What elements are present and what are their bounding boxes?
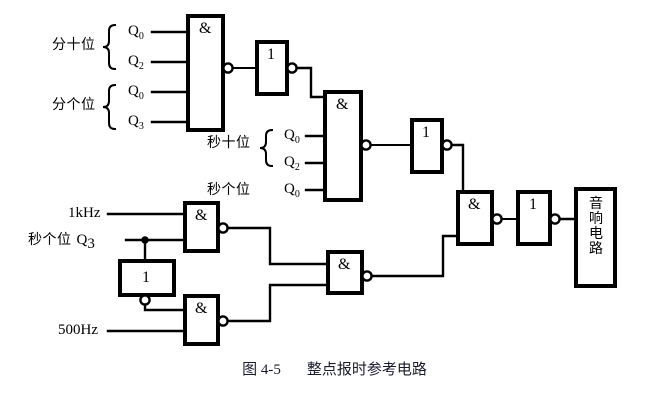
gate-nand-tone-mix bbox=[326, 250, 364, 295]
q-letter: Q bbox=[284, 127, 295, 143]
q-letter: Q bbox=[128, 23, 139, 39]
wire-500hz-out-to-mix bbox=[226, 283, 330, 323]
bubble-inv-q3 bbox=[139, 294, 151, 306]
gate-symbol-inv-output: 1 bbox=[529, 196, 537, 213]
gate-symbol-nand-500hz: & bbox=[195, 300, 208, 317]
q-letter: Q bbox=[76, 232, 88, 248]
gate-symbol-nand-second: & bbox=[336, 96, 349, 113]
q-sub: 2 bbox=[294, 162, 300, 173]
q-sub: 0 bbox=[294, 189, 300, 200]
caption-number: 图 4-5 bbox=[242, 362, 281, 378]
wire-1khz-out-to-mix bbox=[226, 226, 330, 266]
bubble-nand-minute bbox=[222, 62, 234, 74]
wire-mix-to-output-nand bbox=[370, 234, 460, 278]
label-minute-tens: 分十位 bbox=[52, 37, 96, 53]
q-sub: 0 bbox=[138, 91, 144, 102]
brace-second-tens bbox=[259, 128, 274, 168]
audio-char-2: 响 bbox=[589, 211, 603, 228]
brace-minute-units bbox=[102, 83, 117, 131]
bubble-inv-minute bbox=[286, 62, 298, 74]
audio-char-4: 路 bbox=[589, 241, 603, 258]
bubble-nand-output bbox=[491, 213, 503, 225]
gate-symbol-inv-minute: 1 bbox=[267, 46, 275, 63]
q-letter: Q bbox=[284, 181, 295, 197]
pin-label-minute-units-q0: Q0 bbox=[128, 84, 144, 102]
gate-symbol-inv-second: 1 bbox=[422, 124, 430, 141]
brace-minute-tens bbox=[102, 23, 117, 71]
label-500hz: 500Hz bbox=[58, 322, 98, 338]
pin-label-second-units-q0: Q0 bbox=[284, 182, 300, 200]
bubble-inv-second bbox=[441, 139, 453, 151]
pin-label-minute-tens-q0: Q0 bbox=[128, 24, 144, 42]
label-second-units-prefix: 秒个位 bbox=[28, 232, 72, 248]
gate-symbol-nand-minute: & bbox=[199, 20, 212, 37]
bubble-inv-output bbox=[549, 213, 561, 225]
pin-label-minute-units-q3: Q3 bbox=[128, 114, 144, 132]
q-letter: Q bbox=[128, 53, 139, 69]
q-letter: Q bbox=[128, 83, 139, 99]
label-minute-units: 分个位 bbox=[52, 97, 96, 113]
label-1khz: 1kHz bbox=[68, 205, 101, 221]
bubble-nand-500hz bbox=[217, 315, 229, 327]
gate-symbol-inv-q3: 1 bbox=[142, 269, 150, 286]
gate-symbol-nand-1khz: & bbox=[195, 207, 208, 224]
label-audio-circuit: 音 响 电 路 bbox=[586, 196, 606, 258]
wire-inv-minute-to-nand-second bbox=[295, 66, 327, 99]
audio-char-1: 音 bbox=[589, 196, 603, 212]
q-sub: 3 bbox=[87, 236, 95, 253]
audio-char-3: 电 bbox=[589, 226, 603, 243]
gate-symbol-nand-tone-mix: & bbox=[338, 256, 351, 273]
bubble-nand-tone-mix bbox=[361, 270, 373, 282]
q-sub: 0 bbox=[138, 31, 144, 42]
pin-label-second-tens-q2: Q2 bbox=[284, 155, 300, 173]
label-second-tens: 秒十位 bbox=[207, 135, 251, 151]
q-letter: Q bbox=[284, 154, 295, 170]
gate-symbol-nand-output: & bbox=[468, 196, 481, 213]
block-audio-circuit bbox=[574, 187, 617, 288]
q-sub: 0 bbox=[294, 135, 300, 146]
q-letter: Q bbox=[128, 113, 139, 129]
gate-nand-minute bbox=[186, 14, 225, 132]
q-sub: 2 bbox=[138, 61, 144, 72]
bubble-nand-second bbox=[360, 139, 372, 151]
wire-inv-q3-to-nand-500hz bbox=[143, 303, 187, 312]
figure-caption: 图 4-5 整点报时参考电路 bbox=[0, 358, 669, 379]
gate-inv-minute bbox=[255, 40, 289, 96]
bubble-nand-1khz bbox=[217, 222, 229, 234]
q-sub: 3 bbox=[138, 121, 144, 132]
label-second-units: 秒个位 bbox=[207, 182, 251, 198]
caption-title: 整点报时参考电路 bbox=[306, 360, 427, 378]
pin-label-second-tens-q0: Q0 bbox=[284, 128, 300, 146]
pin-label-minute-tens-q2: Q2 bbox=[128, 54, 144, 72]
